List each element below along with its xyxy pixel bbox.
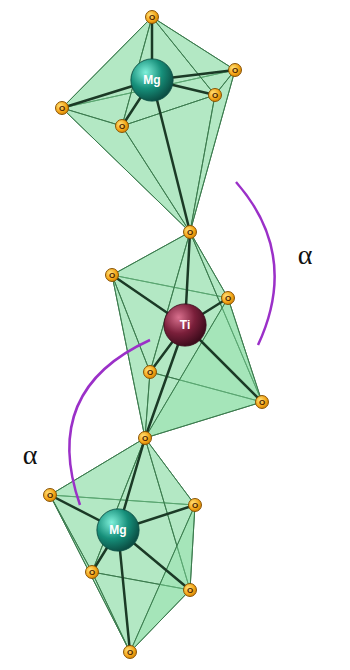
sphere-outline (131, 59, 173, 101)
atom-sphere: Mg (130, 58, 174, 102)
element-symbol: Mg (143, 73, 160, 87)
oxygen-atom: O (145, 10, 159, 24)
angle-arc (69, 340, 150, 505)
oxygen-atom: O (183, 583, 197, 597)
oxygen-atom: O (85, 565, 99, 579)
oxygen-atom: O (43, 488, 57, 502)
angle-label: α (23, 441, 38, 469)
octahedron-face (130, 505, 195, 652)
octahedron-face (190, 70, 235, 232)
oxygen-atom: O (255, 395, 269, 409)
angle-label: α (298, 241, 313, 269)
oxygen-atom: O (138, 431, 152, 445)
oxygen-atom: O (228, 63, 242, 77)
element-symbol: Ti (180, 318, 190, 332)
sphere-outline (164, 304, 206, 346)
oxygen-atom: O (183, 225, 197, 239)
atom-sphere: Ti (163, 303, 207, 347)
atom-sphere: Mg (96, 508, 140, 552)
element-symbol: Mg (109, 523, 126, 537)
oxygen-atom: O (115, 119, 129, 133)
oxygen-atom: O (221, 291, 235, 305)
octahedron-face (112, 275, 150, 438)
octahedron-face (122, 95, 215, 232)
bond (152, 80, 190, 232)
oxygen-atom: O (188, 498, 202, 512)
oxygen-atom: O (123, 645, 137, 659)
oxygen-atom: O (143, 365, 157, 379)
angle-arc (236, 182, 275, 345)
octahedron-face (145, 298, 262, 438)
oxygen-atom: O (208, 88, 222, 102)
oxygen-atom: O (105, 268, 119, 282)
oxygen-atom: O (55, 101, 69, 115)
sphere-outline (97, 509, 139, 551)
